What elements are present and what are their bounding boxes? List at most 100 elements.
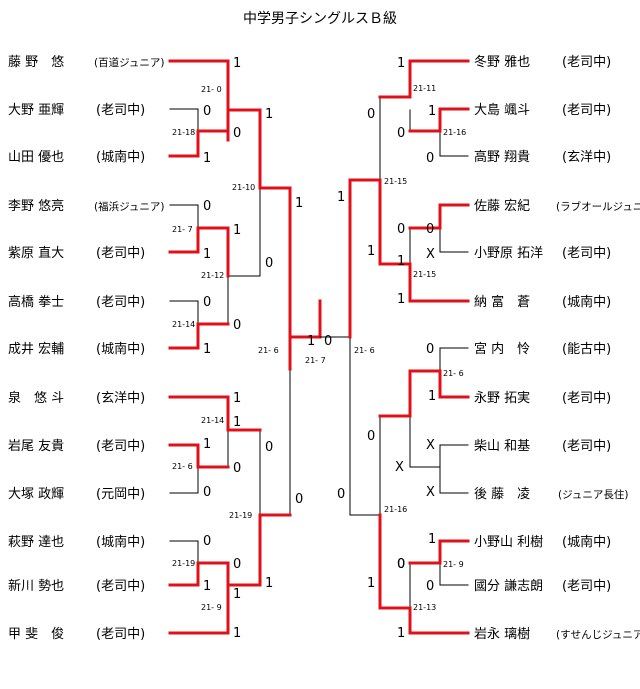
- right-player: 小野山 利樹(城南中): [474, 534, 611, 550]
- player-name: 大野 亜輝: [8, 103, 64, 118]
- result-mark: 1: [367, 576, 375, 591]
- result-mark: 0: [367, 107, 375, 122]
- line-L-R1a-top: [169, 108, 199, 132]
- result-mark: 1: [295, 196, 303, 211]
- player-club: (老司中): [96, 579, 145, 594]
- line-L-R4a-win: [258, 186, 292, 371]
- line-R-p1-win: [378, 59, 470, 99]
- line-R-R4b-bot: [349, 336, 381, 516]
- player-club: (能古中): [562, 342, 611, 357]
- result-mark: 0: [397, 126, 405, 141]
- player-club: (すせんじジュニア): [556, 629, 640, 641]
- match-score: 21-14: [201, 416, 224, 425]
- line-L-R3b-bot: [227, 187, 261, 277]
- left-player: 李野 悠亮 (福浜ジュニア): [8, 198, 164, 214]
- right-player: 高野 翔貴(玄洋中): [474, 149, 611, 165]
- right-bracket-lines: [319, 59, 470, 635]
- result-mark: 0: [367, 429, 375, 444]
- result-mark: 0: [203, 104, 211, 119]
- player-club: (城南中): [96, 534, 145, 550]
- line-L-p1-win: [168, 59, 230, 112]
- result-mark: 1: [428, 532, 436, 547]
- result-mark: 1: [307, 334, 315, 349]
- result-mark: 1: [233, 56, 241, 71]
- player-name: 小野原 拓洋: [474, 246, 543, 261]
- left-player-list: 藤 野 悠(百道ジュニア) 大野 亜輝(老司中) 山田 優也(城南中) 李野 悠…: [8, 55, 164, 642]
- bracket-title: 中学男子シングルスＢ級: [243, 11, 397, 27]
- player-name: 新川 勢也: [8, 578, 64, 594]
- result-mark: 1: [428, 104, 436, 119]
- line-R-p6-win: [378, 178, 470, 303]
- match-score: 21- 7: [172, 225, 193, 234]
- player-club: (ラブオールジュニア): [556, 200, 640, 213]
- result-mark: X: [426, 485, 435, 500]
- line-L-final-win: [288, 299, 322, 339]
- match-score: 21- 9: [201, 603, 222, 612]
- result-mark: 0: [426, 342, 434, 357]
- line-R-p2-win: [408, 107, 470, 133]
- line-R-R1d-bot: [439, 466, 469, 494]
- line-R-R1d-top: [409, 444, 469, 468]
- player-club: (老司中): [562, 439, 611, 454]
- player-name: 成井 宏輔: [8, 342, 64, 357]
- result-mark: 1: [203, 342, 211, 357]
- result-mark: X: [395, 460, 404, 475]
- result-mark: 1: [397, 292, 405, 307]
- result-mark: 1: [397, 56, 405, 71]
- line-L-p5-win: [168, 226, 230, 278]
- player-club: (老司中): [96, 439, 145, 454]
- line-R-p11-win: [408, 539, 470, 565]
- player-club: (老司中): [562, 246, 611, 261]
- left-player: 萩野 達也 (城南中): [8, 534, 145, 550]
- player-club: (老司中): [562, 391, 611, 406]
- player-club: (老司中): [562, 55, 611, 70]
- line-R-R1b-bot: [439, 227, 469, 253]
- player-club: (城南中): [96, 149, 145, 165]
- result-mark: 0: [203, 295, 211, 310]
- match-score: 21-11: [413, 84, 436, 93]
- result-mark: 0: [295, 492, 303, 507]
- result-mark: 1: [397, 626, 405, 641]
- match-score: 21- 6: [172, 462, 193, 471]
- line-R-p4-win: [408, 203, 470, 230]
- line-R-R1a-bot: [439, 130, 469, 157]
- player-name: 甲 斐 俊: [8, 627, 64, 642]
- result-mark: X: [426, 247, 435, 262]
- result-mark: 0: [426, 579, 434, 594]
- result-mark: 0: [203, 485, 211, 500]
- match-scores: 21- 0 21-18 21-10 21- 7 21-12 21-14 21- …: [172, 84, 466, 612]
- player-club: (老司中): [96, 103, 145, 118]
- result-mark: 0: [265, 440, 273, 455]
- player-name: 柴山 和基: [474, 439, 530, 454]
- result-mark: 0: [397, 557, 405, 572]
- player-name: 高橋 拳士: [8, 294, 64, 310]
- match-score: 21-15: [413, 270, 436, 279]
- result-mark: 1: [265, 576, 273, 591]
- result-mark: 0: [233, 557, 241, 572]
- right-player: 大島 颯斗(老司中): [474, 103, 611, 118]
- match-score: 21-16: [443, 128, 466, 137]
- line-L-p12-win: [168, 561, 230, 587]
- result-mark: 0: [337, 487, 345, 502]
- result-mark: 1: [233, 626, 241, 641]
- result-mark: 1: [233, 587, 241, 602]
- player-name: 李野 悠亮: [8, 198, 64, 214]
- line-R-R1f-bot: [439, 562, 469, 586]
- result-mark: 1: [265, 107, 273, 122]
- player-club: (老司中): [562, 579, 611, 594]
- player-club: (老司中): [562, 103, 611, 118]
- player-club: (老司中): [96, 295, 145, 310]
- match-score: 21-19: [229, 511, 252, 520]
- player-name: 萩野 達也: [8, 535, 64, 550]
- line-L-R1e-bot: [169, 466, 199, 494]
- left-bracket-lines: [168, 59, 322, 635]
- player-club: (福浜ジュニア): [94, 200, 164, 213]
- line-R-p8-win: [378, 369, 470, 418]
- right-player: 岩永 璃樹(すせんじジュニア): [474, 627, 640, 642]
- player-name: 高野 翔貴: [474, 149, 530, 165]
- match-score: 21- 7: [305, 356, 326, 365]
- result-mark: 1: [233, 223, 241, 238]
- left-player: 甲 斐 俊(老司中): [8, 627, 145, 642]
- result-mark: 0: [426, 151, 434, 166]
